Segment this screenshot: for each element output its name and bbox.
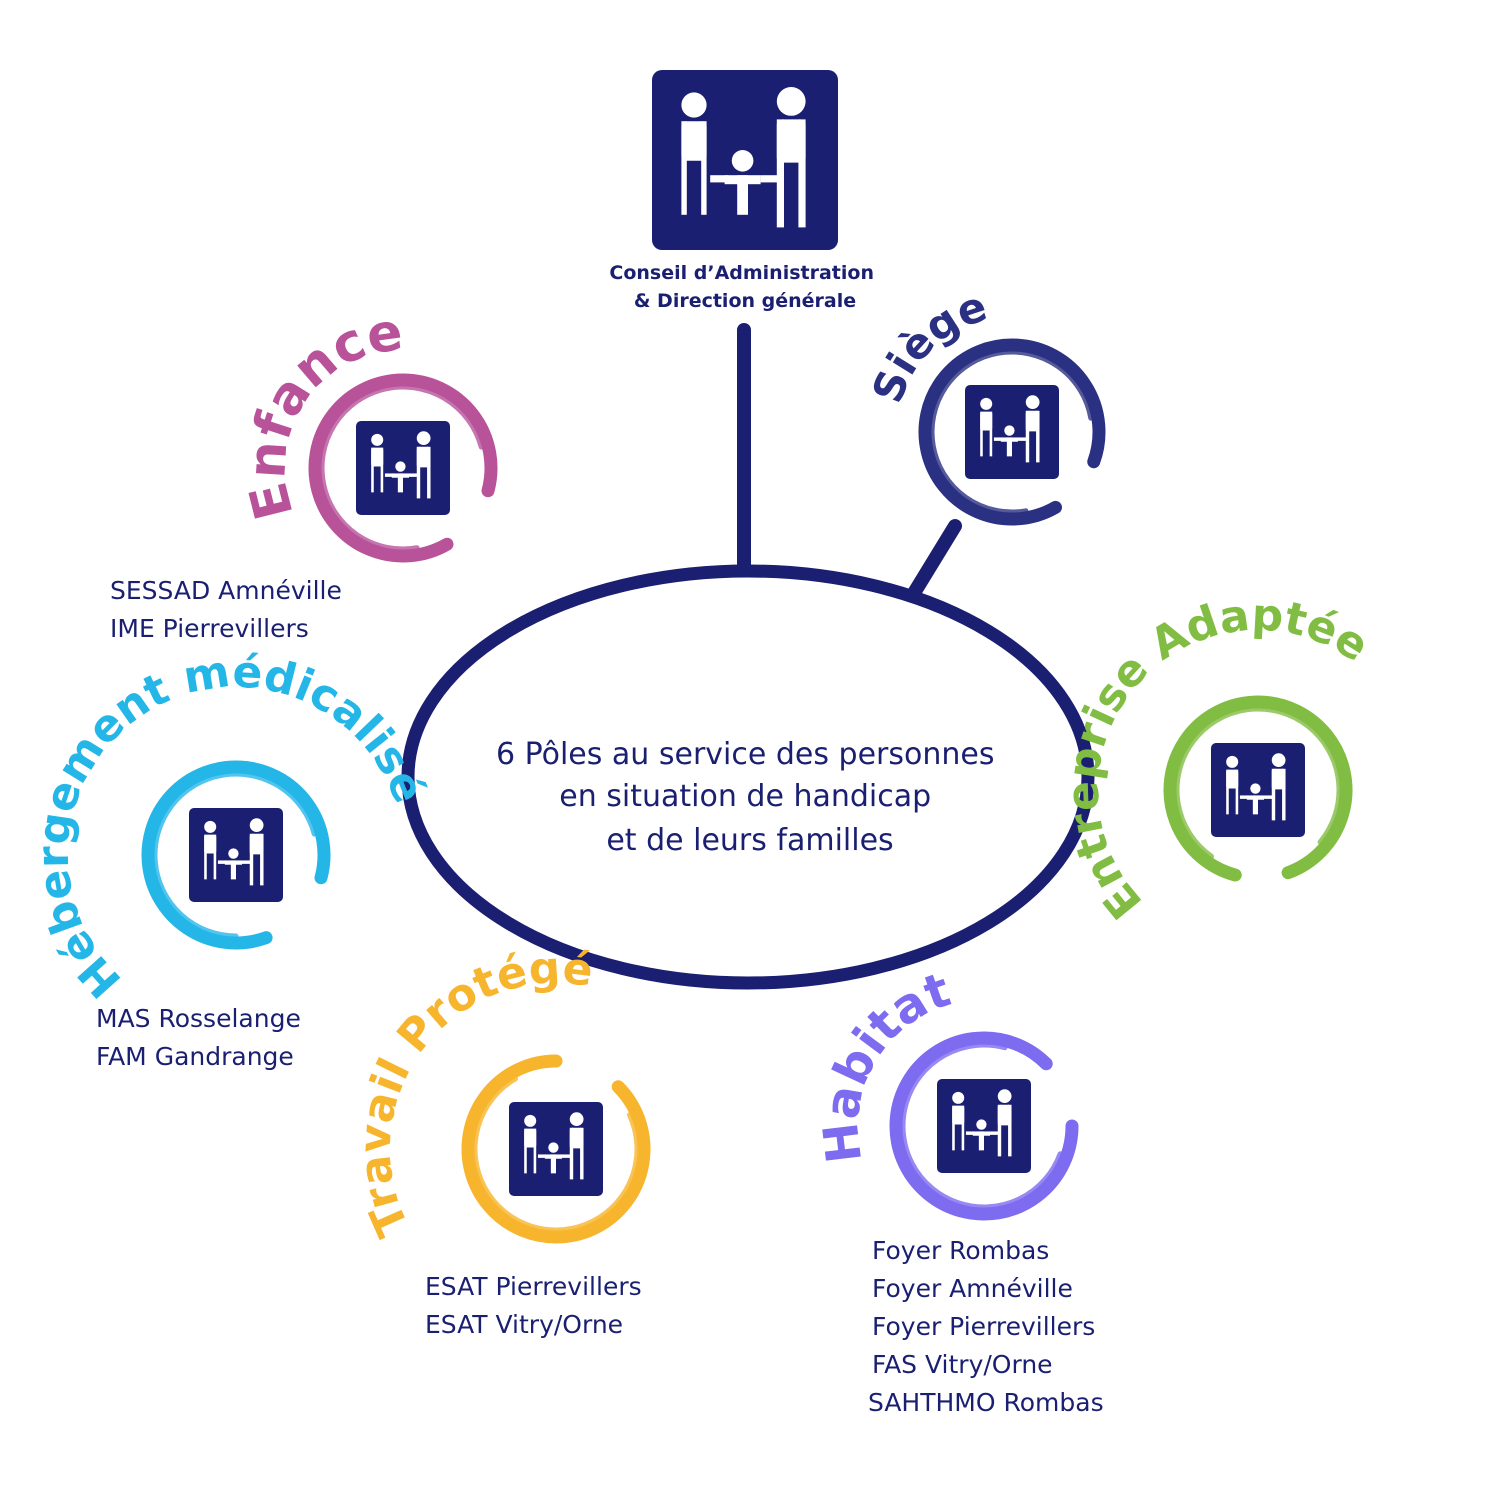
- siege-ring: [918, 338, 1106, 526]
- pole-enfance: Enfance: [237, 302, 498, 563]
- enfance-ring-inner: [319, 384, 484, 552]
- hebergement-ring: [141, 760, 331, 950]
- habitat-establishment-item: SAHTHMO Rombas: [868, 1388, 1104, 1417]
- hq-label: Conseil d’Administration & Direction gén…: [609, 262, 880, 312]
- habitat-establishment-item: FAS Vitry/Orne: [872, 1350, 1053, 1379]
- center-text: 6 Pôles au service des personnes en situ…: [496, 737, 1004, 858]
- center-line-3: et de leurs familles: [606, 823, 893, 858]
- pole-entreprise-adaptee: Entreprise Adaptée: [1058, 589, 1378, 928]
- habitat-establishment-item: Foyer Rombas: [872, 1236, 1050, 1265]
- hebergement-ring-inner: [152, 771, 317, 939]
- travail-title-text: Travail Protégé: [350, 942, 596, 1243]
- pole-hebergement-medicalise: Hébergement médicalisé: [28, 646, 435, 1007]
- habitat-ring: [889, 1031, 1079, 1221]
- center-line-1: 6 Pôles au service des personnes: [496, 737, 995, 772]
- center-ellipse: [401, 564, 1095, 990]
- travail-title: Travail Protégé: [350, 942, 596, 1243]
- enfance-ring: [308, 373, 498, 563]
- habitat-establishment-item: Foyer Pierrevillers: [872, 1312, 1096, 1341]
- hq-label-line-2: & Direction générale: [634, 290, 856, 312]
- pole-travail-protege: Travail Protégé: [350, 942, 651, 1244]
- entreprise-ring: [1163, 695, 1353, 882]
- hq-label-line-1: Conseil d’Administration: [609, 262, 874, 284]
- habitat-ring-inner: [900, 1042, 1063, 1210]
- hebergement-establishment-item: FAM Gandrange: [96, 1042, 294, 1071]
- hq-logo: [652, 70, 838, 250]
- pole-siege: Siège: [863, 281, 1106, 526]
- pole-habitat: Habitat: [813, 962, 1079, 1221]
- habitat-establishment-item: Foyer Amnéville: [872, 1274, 1073, 1303]
- hebergement-establishment-item: MAS Rosselange: [96, 1004, 301, 1033]
- enfance-establishment-item: IME Pierrevillers: [110, 614, 309, 643]
- travail-ring: [461, 1054, 651, 1244]
- travail-ring-inner: [472, 1076, 640, 1233]
- connector-siege: [907, 519, 962, 600]
- center-line-2: en situation de handicap: [559, 779, 931, 814]
- entreprise-ring-inner: [1174, 706, 1342, 859]
- siege-ring-inner: [929, 349, 1094, 515]
- travail-establishment-item: ESAT Vitry/Orne: [425, 1310, 624, 1339]
- travail-establishment-item: ESAT Pierrevillers: [425, 1272, 642, 1301]
- enfance-establishment-item: SESSAD Amnéville: [110, 576, 342, 605]
